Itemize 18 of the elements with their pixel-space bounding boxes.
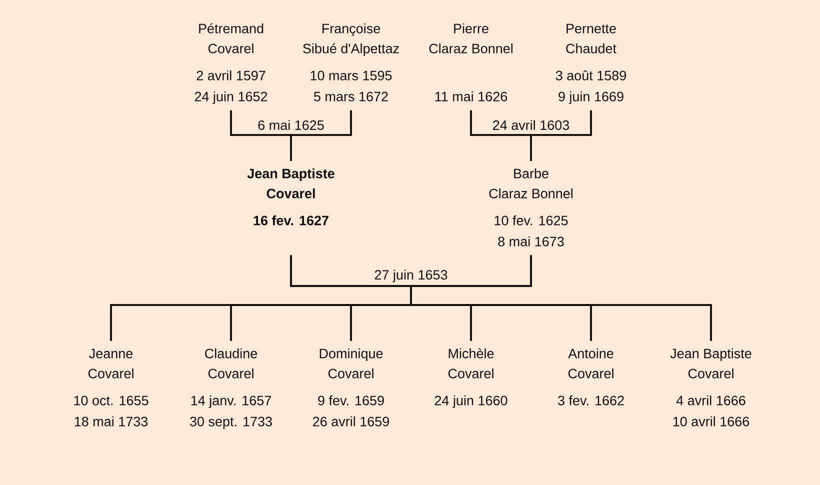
descent-line [530,110,592,161]
person-entry: Pierre Claraz Bonnel 11 mai 1626 [429,23,512,102]
person-entry: Jeanne Covarel 10 oct. 1655 18 mai 1733 [74,348,148,426]
person-entry: Jean Baptiste Covarel 16 fev. 1627 [247,168,334,226]
descent-line [290,110,352,161]
person-entry: Pernette Chaudet 3 août 1589 9 juin 1669 [556,24,626,104]
person-entry: Antoine Covarel 3 fev. 1662 [558,348,624,406]
person-entry: Michèle Covarel 24 juin 1660 [434,348,508,408]
person-entry: Jean Baptiste Covarel 4 avril 1666 10 avril 1666 [670,348,752,426]
edge-label: 27 juin 1653 [373,268,449,284]
descent-line [410,255,712,341]
person-entry: Dominique Covarel 9 fev. 1659 26 avril 1659 [313,348,389,426]
person-entry: Claudine Covarel 14 janv. 1657 30 sept. 1733 [190,348,272,429]
person-entry: Pétremand Covarel 2 avril 1597 24 juin 1652 [194,23,268,104]
edge-label: 24 avril 1603 [491,119,571,131]
person-entry: Françoise Sibué d'Alpettaz 10 mars 1595 5 mars 1672 [303,23,399,102]
edge-label: 6 mai 1625 [256,119,326,131]
person-entry: Barbe Claraz Bonnel 10 fev. 1625 8 mai 1673 [489,168,572,246]
